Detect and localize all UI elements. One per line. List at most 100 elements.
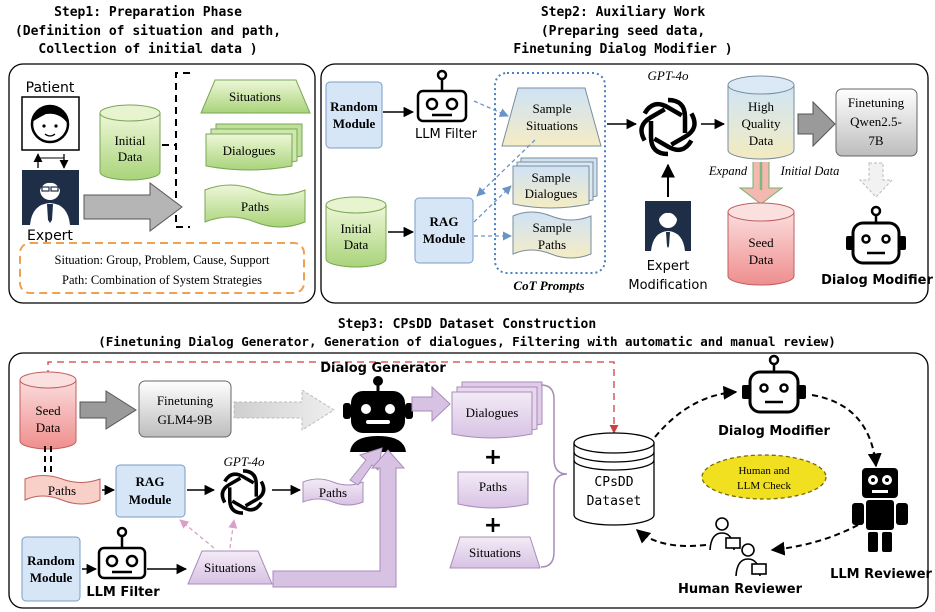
step2-sample-sit-line1: Sample (533, 101, 572, 116)
step2-sample-dlg-line2: Dialogues (525, 186, 578, 201)
step2-expert-icon (645, 201, 691, 251)
step3-arrow-gen-dialogues (411, 385, 451, 423)
step3-situations-label: Situations (469, 545, 521, 560)
step3-plus-1: + (484, 445, 502, 470)
step3-rag-module-box: RAG Module (115, 464, 186, 518)
step3-title: Step3: CPsDD Dataset Construction (338, 317, 596, 332)
step2-llm-filter-robot-icon (416, 69, 468, 123)
step1-subtitle-2: Collection of initial data ) (38, 42, 257, 57)
step3-paths-in-label: Paths (48, 483, 76, 498)
step3-llm-filter-robot-icon (97, 526, 147, 580)
step1-initial-data-line1: Initial (114, 133, 145, 148)
step2-ft-line2: Qwen2.5- (850, 114, 902, 129)
step3-human-llm-check-ellipse: Human and LLM Check (701, 454, 827, 500)
step3-llm-reviewer-label: LLM Reviewer (830, 567, 932, 582)
step2-rag-module-box: RAG Module (414, 197, 474, 264)
step2-hq-line2: Quality (742, 116, 781, 131)
step2-dialog-modifier-robot-icon (846, 205, 906, 265)
step1-dialogues-shape: Dialogues (205, 123, 303, 171)
step3-review-loop-arrows (635, 385, 882, 556)
step2-hq-data-cylinder: High Quality Data (727, 75, 795, 160)
step3-paths-label: Paths (479, 479, 507, 494)
step3-dashed-situations-gpt (228, 519, 238, 549)
step1-situations-shape: Situations (200, 79, 311, 114)
step1-initial-data-cylinder: Initial Data (99, 104, 161, 181)
step2-initial-line1: Initial (340, 221, 371, 236)
step2-initial-data-cylinder: Initial Data (325, 196, 387, 268)
step3-dialog-generator-robot-icon (343, 376, 413, 452)
step3-paths-input-shape: Paths (24, 475, 101, 505)
step3-check-line1: Human and (738, 465, 790, 477)
step2-dialog-modifier-label: Dialog Modifier (821, 273, 933, 288)
step3-dialogues-shape: Dialogues (451, 381, 543, 439)
patient-icon (21, 96, 80, 151)
step3-dataset-line2: Dataset (587, 494, 642, 509)
step3-situations-in-label: Situations (204, 560, 256, 575)
step1-note-box (19, 242, 305, 294)
step3-seed-line1: Seed (35, 403, 61, 418)
step2-title: Step2: Auxiliary Work (541, 5, 706, 20)
step2-rag-line1: RAG (430, 214, 459, 229)
step3-ft-line1: Finetuning (157, 393, 214, 408)
step3-random-module-box: Random Module (21, 536, 81, 602)
step2-seed-line1: Seed (748, 235, 774, 250)
step2-expert-mod-line1: Expert (647, 259, 690, 274)
step3-panel (8, 352, 929, 609)
step2-openai-icon (639, 97, 697, 157)
step2-panel (320, 63, 929, 304)
step2-random-module-box: Random Module (325, 81, 383, 149)
step3-dashed-situations-rag (179, 519, 215, 549)
step3-paths-shape: Paths (457, 471, 529, 509)
step3-dialog-modifier-label: Dialog Modifier (718, 424, 830, 439)
step1-dialogues-label: Dialogues (223, 143, 276, 158)
step1-note-situation: Situation: Group, Problem, Cause, Suppor… (55, 253, 270, 267)
patient-label: Patient (26, 80, 75, 96)
step2-cot-prompts-label: CoT Prompts (513, 278, 584, 293)
step3-gray-arrow-finetune (79, 390, 137, 430)
step3-llm-filter-label: LLM Filter (86, 585, 160, 600)
step3-situations-shape: Situations (449, 536, 541, 569)
step2-gpt4o-label: GPT-4o (648, 68, 689, 83)
step2-header: Step2: Auxiliary Work (Preparing seed da… (513, 5, 732, 57)
step3-check-line2: LLM Check (737, 480, 792, 492)
step3-brace (540, 384, 568, 568)
step1-big-gray-arrow (83, 182, 183, 232)
step3-rag-line2: Module (129, 492, 172, 507)
step3-dialog-modifier-robot-icon (742, 354, 806, 414)
step2-llm-filter-label: LLM Filter (415, 127, 478, 142)
step1-paths-shape: Paths (204, 184, 306, 228)
step2-sample-paths-line2: Paths (538, 237, 566, 252)
step3-dialogues-label: Dialogues (466, 405, 519, 420)
step3-situations-input-shape: Situations (187, 550, 273, 585)
step3-dialog-generator-label: Dialog Generator (320, 361, 446, 376)
step3-red-dashed-arrow (47, 361, 619, 434)
step1-title: Step1: Preparation Phase (54, 5, 242, 20)
step3-openai-icon (220, 469, 266, 515)
step2-initial-line2: Data (344, 237, 369, 252)
step3-ft-line2: GLM4-9B (158, 412, 213, 427)
step1-situations-label: Situations (229, 89, 281, 104)
step2-dashed-blue-arrows (473, 100, 536, 241)
step1-header: Step1: Preparation Phase (Definition of … (15, 5, 281, 57)
step2-hq-line1: High (748, 99, 775, 114)
step1-paths-label: Paths (241, 199, 269, 214)
step3-paths-out-label: Paths (319, 485, 347, 500)
step3-rag-line1: RAG (136, 474, 165, 489)
step3-llm-reviewer-robot-icon (852, 468, 908, 552)
step2-sample-dlg-line1: Sample (532, 170, 571, 185)
step2-subtitle-2: Finetuning Dialog Modifier ) (513, 42, 732, 57)
step2-light-arrow-down (858, 162, 894, 198)
step3-random-line1: Random (27, 553, 75, 568)
step2-sample-situations-shape: Sample Situations (501, 87, 602, 147)
step2-gray-arrow-finetune (797, 100, 836, 148)
step2-random-line1: Random (330, 99, 378, 114)
expert-icon (22, 170, 79, 225)
step2-rag-line2: Module (423, 231, 466, 246)
step2-subtitle-1: (Preparing seed data, (541, 24, 705, 39)
step2-random-line2: Module (333, 116, 376, 131)
step3-arrow-situations-generator (272, 449, 406, 588)
step2-expand-label: Expand (708, 164, 748, 178)
step1-subtitle-1: (Definition of situation and path, (15, 24, 281, 39)
step3-seed-line2: Data (36, 420, 61, 435)
